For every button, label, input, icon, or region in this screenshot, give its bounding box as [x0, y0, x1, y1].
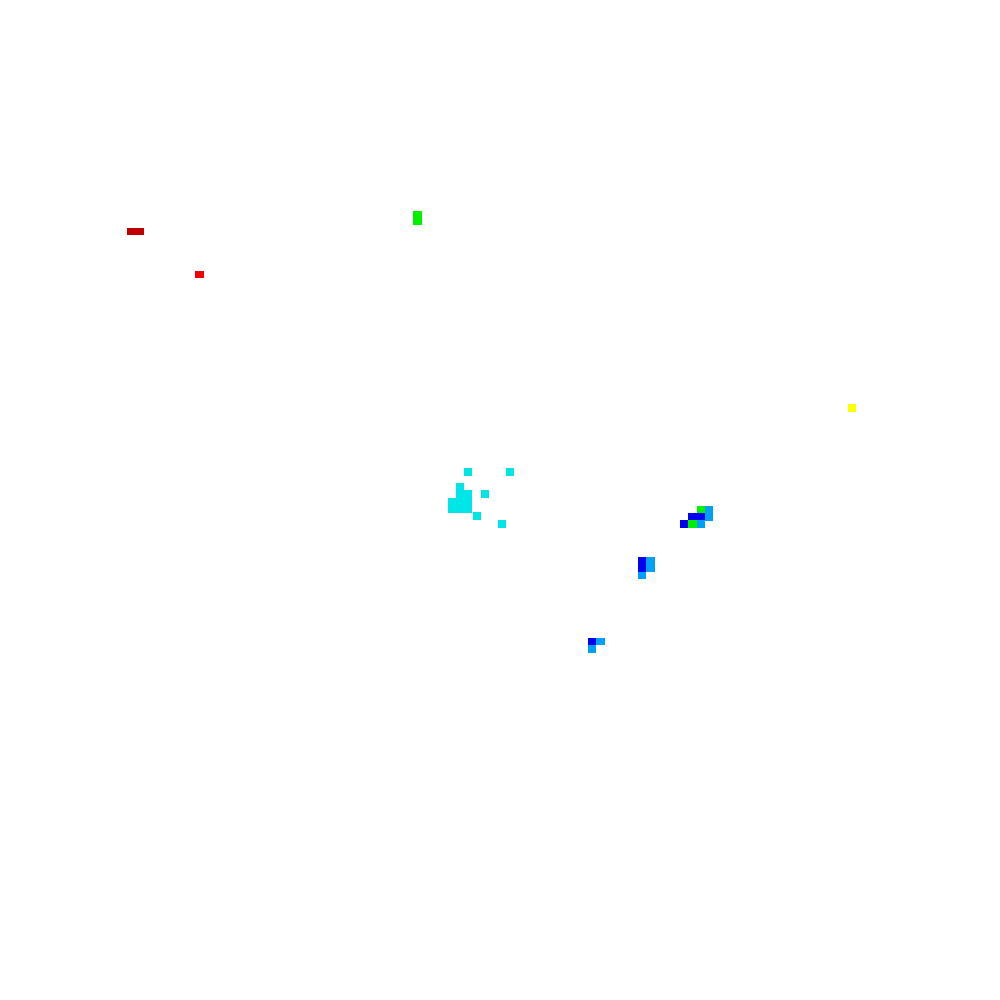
pixel-block-light-blue — [705, 506, 713, 521]
pixel-block-light-blue — [697, 520, 705, 528]
pixel-block-cyan — [498, 520, 506, 528]
pixel-block-light-blue — [588, 645, 596, 653]
pixel-block-cyan — [456, 490, 472, 513]
pixel-block-light-blue — [596, 638, 605, 645]
pixel-block-dark-red — [127, 228, 144, 235]
pixel-block-green — [413, 211, 422, 225]
pixel-block-cyan — [448, 498, 456, 513]
pixel-block-cyan — [506, 468, 514, 476]
pixel-block-dark-blue — [588, 638, 596, 645]
pixel-block-cyan — [481, 490, 489, 498]
pixel-block-cyan — [464, 468, 472, 476]
pixel-block-cyan — [456, 483, 464, 490]
pixel-block-green — [697, 506, 705, 513]
pixel-block-dark-blue — [638, 557, 646, 572]
pixel-block-green — [688, 520, 697, 528]
pixel-block-yellow — [848, 404, 856, 412]
pixel-block-light-blue — [638, 572, 646, 579]
pixel-block-cyan — [473, 512, 481, 520]
pixel-block-red — [195, 271, 204, 278]
pixel-block-dark-blue — [688, 513, 705, 521]
pixel-block-dark-blue — [680, 520, 688, 528]
pixel-block-light-blue — [646, 557, 655, 572]
